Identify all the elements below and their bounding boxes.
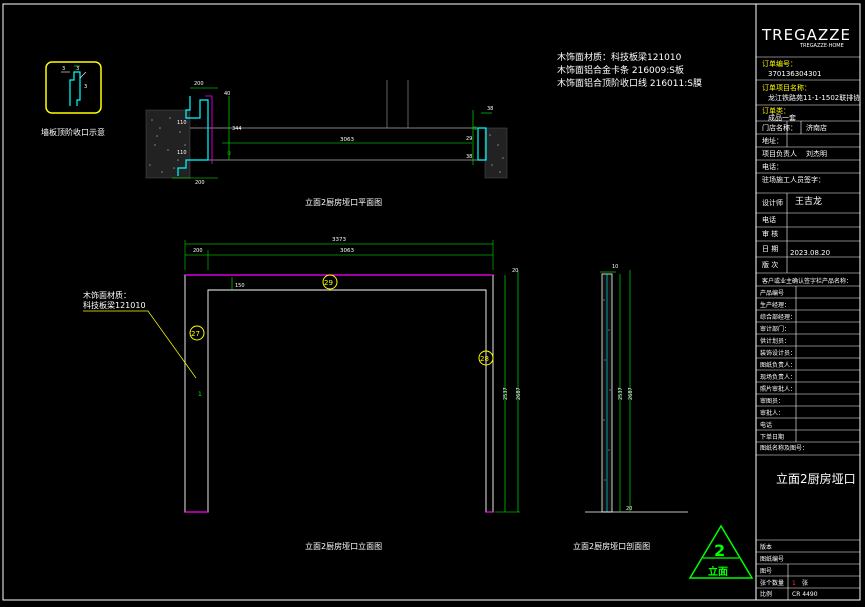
elev-caption: 立面2厨房垭口立面图 — [305, 541, 382, 551]
site-staff-label: 驻场施工人员签字： — [762, 176, 825, 184]
address-label: 地址： — [762, 137, 783, 145]
section-caption: 立面2厨房垭口剖面图 — [573, 541, 650, 551]
plan-dim-right-c: 38 — [466, 154, 472, 160]
elevation-view: 3373 200 3063 150 27 29 28 木饰面材质： 科技板梁12… — [83, 237, 522, 551]
plan-caption: 立面2厨房垭口平面图 — [305, 197, 382, 207]
sheet-count-label: 张个数量 — [760, 580, 785, 587]
designer-label: 设计师 — [762, 199, 783, 207]
brand-logo-sub: TREGAZZE·HOME — [800, 43, 844, 49]
sign-row: 产品编号 — [760, 290, 785, 297]
confirm-note: 客户或业主确认签字栏产品名称： — [762, 278, 853, 285]
order-no-label: 订单编号： — [762, 60, 797, 68]
elev-material-label: 木饰面材质： — [83, 290, 131, 300]
title-block-grid — [756, 56, 860, 600]
sign-row: 综合部经理： — [760, 314, 797, 321]
drawing-name: 立面2厨房垭口 — [776, 472, 856, 486]
elev-dim-inner: 3063 — [340, 248, 354, 254]
store-value: 济南店 — [806, 124, 827, 132]
section-dim-base: 20 — [626, 506, 632, 512]
order-type-value: 成品一套 — [768, 114, 796, 122]
material-note-1: 木饰面材质：科技板梁121010 — [557, 53, 682, 63]
material-note-2: 木饰面铝合金卡条 216009:S板 — [557, 66, 684, 76]
detail-dim-2: 3 — [76, 66, 79, 72]
pm-value: 刘杰明 — [806, 150, 827, 158]
pm-label: 项目负责人 — [762, 150, 797, 158]
material-note-3: 木饰面铝合顶阶收口线 216011:S膜 — [557, 79, 702, 89]
section-view: 10 2537 2687 20 立面2厨房垭口剖面图 — [573, 264, 688, 551]
sign-row: 供计划员： — [760, 338, 791, 345]
sheet-count-unit: 张 — [802, 580, 809, 587]
sign-row: 审批人： — [760, 410, 785, 417]
elev-dim-h-a: 2537 — [503, 387, 509, 400]
elev-dim-h-b: 2687 — [516, 387, 522, 400]
bottom-row-version: 版本 — [760, 544, 773, 551]
plan-mark-a: ① — [227, 151, 232, 157]
detail-dim-1: 3 — [62, 66, 65, 72]
sheet-count-value: 1 — [792, 580, 796, 587]
drawing-name-label: 图纸名称及图号： — [760, 445, 809, 452]
elev-tag-28: 28 — [480, 355, 489, 363]
phone-label-top: 电话： — [762, 163, 783, 171]
plan-dim-bottom-left: 200 — [195, 180, 205, 186]
elev-dim-left: 200 — [193, 248, 203, 254]
plan-dim-top-right: 40 — [224, 91, 230, 97]
designer-value: 王吉龙 — [795, 197, 823, 207]
date-label: 日 期 — [762, 245, 779, 253]
sign-row: 审计部门： — [760, 326, 791, 333]
scale-value: CR 4490 — [792, 591, 818, 598]
elev-marker: 1 — [198, 391, 202, 398]
plan-dim-top-left: 200 — [194, 81, 204, 87]
view-tag-number: 2 — [714, 541, 725, 560]
sign-row: 图纸负责人： — [760, 362, 797, 369]
plan-view: 200 40 344 110 110 3063 200 38 29 38 ① ①… — [145, 80, 508, 207]
plan-dim-right-a: 38 — [487, 106, 493, 112]
sign-row: 电话 — [760, 422, 773, 429]
date-value: 2023.08.20 — [790, 249, 831, 257]
sign-row: 下单日期 — [760, 434, 785, 441]
view-tag-label: 立面 — [708, 565, 728, 578]
version-label: 版 次 — [762, 261, 779, 269]
elev-tag-29: 29 — [324, 279, 333, 287]
elev-dim-lintel: 150 — [235, 283, 245, 289]
review-label: 审 核 — [762, 230, 779, 238]
sign-row: 现场负责人： — [760, 374, 797, 381]
bottom-row-drawing-no: 图纸编号 — [760, 556, 785, 563]
brand-logo: TREGAZZE — [762, 26, 851, 44]
section-dim-h-b: 2687 — [628, 387, 634, 400]
plan-dim-right-b: 29 — [466, 136, 472, 142]
scale-label: 比例 — [760, 591, 773, 598]
sign-row: 装饰设计员： — [760, 350, 797, 357]
detail-view: 3 3 3 墙板顶阶收口示意 — [41, 61, 105, 137]
phone-label: 电话 — [762, 216, 776, 224]
plan-dim-left-mid: 344 — [232, 126, 242, 132]
section-dim-top: 10 — [612, 264, 618, 270]
section-dim-h-a: 2537 — [618, 387, 624, 400]
order-no-value: 370136304301 — [768, 70, 822, 78]
sheet-border — [2, 3, 861, 601]
order-type-label: 订单类： — [762, 107, 790, 115]
sign-row: 生产经理： — [760, 302, 791, 309]
bottom-row-sheet-no: 图号 — [760, 568, 773, 575]
view-tag: 2 立面 — [688, 524, 754, 579]
sign-row: 审图员： — [760, 398, 785, 405]
elev-material-code: 科技板梁121010 — [83, 300, 146, 310]
plan-dim-left-b: 110 — [177, 150, 187, 156]
store-label: 门店名称： — [762, 124, 797, 132]
elev-dim-base: 20 — [512, 268, 518, 274]
plan-dim-width: 3063 — [340, 137, 354, 143]
plan-dim-left-a: 110 — [177, 120, 187, 126]
detail-dim-3: 3 — [84, 84, 87, 90]
plan-mark-b: ① — [473, 126, 478, 132]
elev-dim-total: 3373 — [332, 237, 346, 243]
project-value: 龙江铁路苑11-1-1502联排协 — [768, 94, 861, 102]
sign-row: 照片审批人： — [760, 386, 797, 393]
project-label: 订单项目名称： — [762, 84, 811, 92]
detail-caption: 墙板顶阶收口示意 — [41, 127, 105, 137]
elev-tag-27: 27 — [191, 330, 200, 338]
